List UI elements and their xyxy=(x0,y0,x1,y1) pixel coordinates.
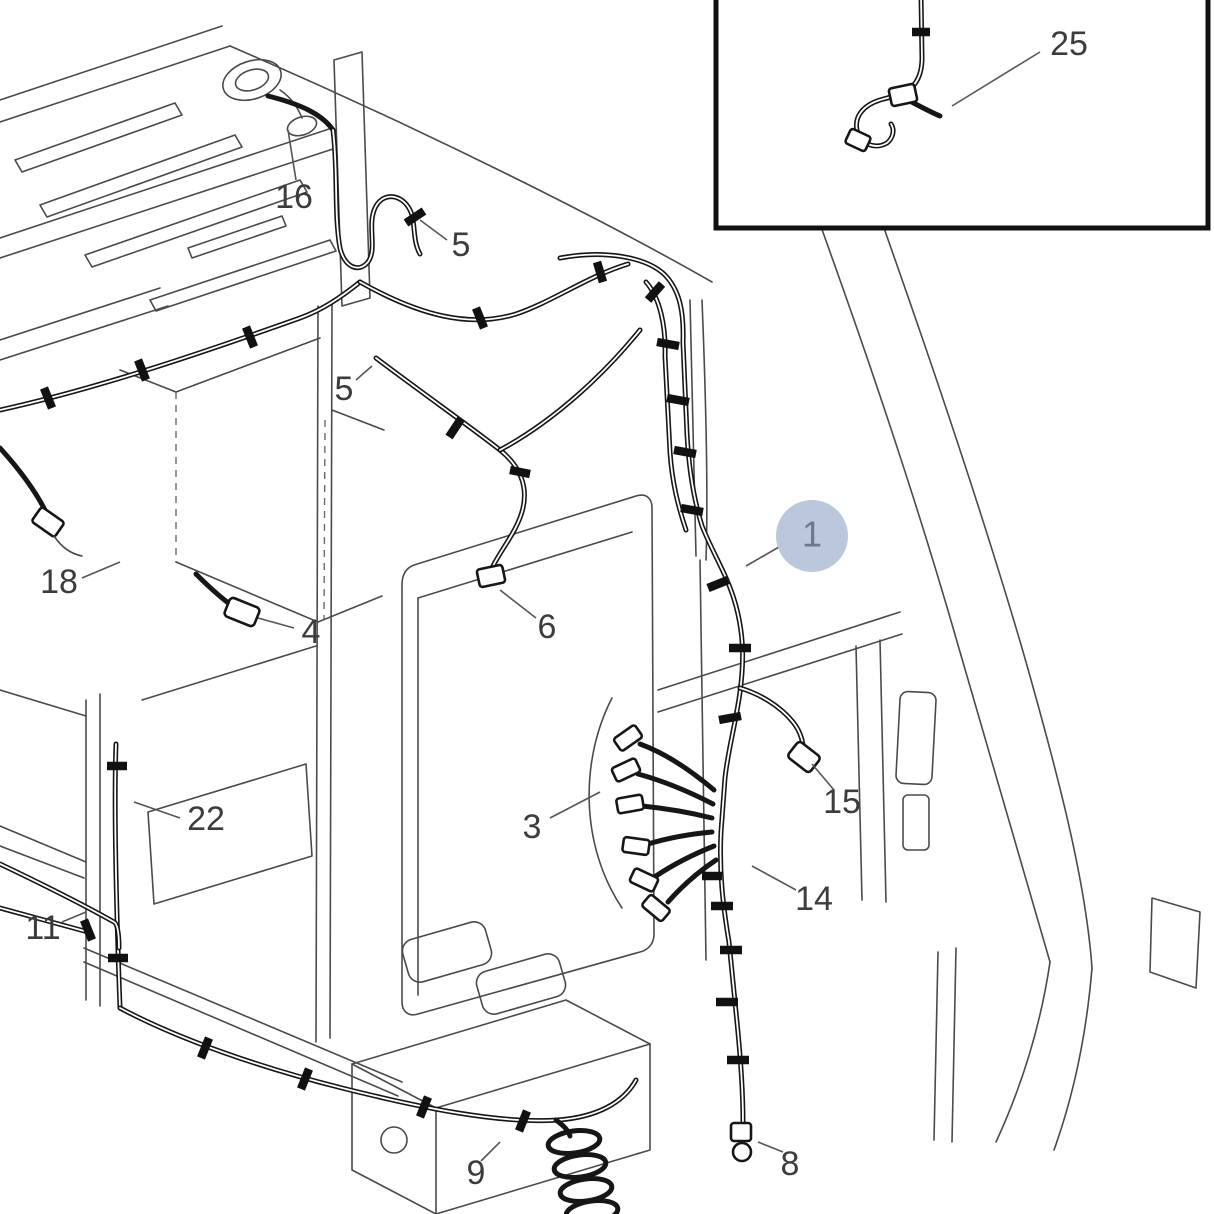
callout-9: 9 xyxy=(467,1141,501,1192)
connector-18 xyxy=(31,506,65,538)
callout-18: 18 xyxy=(40,561,121,601)
inset-border xyxy=(713,0,1211,231)
harness-floor-run xyxy=(0,861,639,1124)
harness-connector-bundle xyxy=(635,741,719,905)
callout-3: 3 xyxy=(523,791,601,846)
callout-4-label: 4 xyxy=(302,613,321,651)
callout-8: 8 xyxy=(757,1141,800,1183)
inset-part-25 xyxy=(844,0,943,153)
connector-6 xyxy=(475,563,507,589)
callout-16: 16 xyxy=(275,129,313,216)
callouts: 16 5 5 18 4 6 1 22 xyxy=(25,25,1088,1192)
callout-11-label: 11 xyxy=(25,909,60,947)
harness-pillar-vertical xyxy=(112,741,123,1011)
cable-clips xyxy=(40,207,751,1133)
callout-1-highlighted[interactable]: 1 xyxy=(745,500,848,572)
callout-5-lower: 5 xyxy=(335,365,373,408)
callout-8-label: 8 xyxy=(781,1145,800,1183)
callout-15-label: 15 xyxy=(823,783,861,821)
connector-4 xyxy=(223,596,261,628)
roof-structure xyxy=(0,25,713,361)
harness-coiled-cable xyxy=(545,1117,621,1214)
callout-1-highlight-circle[interactable] xyxy=(776,500,848,572)
callout-25: 25 xyxy=(951,25,1088,107)
callout-5-upper: 5 xyxy=(419,219,471,264)
callout-15: 15 xyxy=(811,763,861,821)
harness-connector18-lead xyxy=(0,445,49,515)
callout-9-label: 9 xyxy=(467,1154,486,1192)
harness-center-diagonal xyxy=(373,327,643,569)
callout-6: 6 xyxy=(499,589,557,646)
center-pillar xyxy=(119,303,385,1043)
callout-6-label: 6 xyxy=(538,608,557,646)
harness-branch-15 xyxy=(737,685,806,755)
callout-14: 14 xyxy=(751,865,833,918)
harness-left-diagonal xyxy=(0,279,363,413)
callout-4: 4 xyxy=(257,613,321,651)
callout-11: 11 xyxy=(25,909,87,947)
inset-box xyxy=(713,0,1211,231)
harness-lamp-loop xyxy=(265,93,423,271)
callout-5-upper-label: 5 xyxy=(452,226,471,264)
callout-16-label: 16 xyxy=(275,178,313,216)
callout-22: 22 xyxy=(133,800,225,838)
connectors xyxy=(31,506,821,1163)
connector-8 xyxy=(729,1121,753,1163)
wiring-harnesses xyxy=(0,93,806,1214)
callout-1-label: 1 xyxy=(802,514,822,555)
door-opening xyxy=(401,299,903,1016)
floor-structure xyxy=(0,645,567,1097)
callout-18-label: 18 xyxy=(40,563,78,601)
bundle-connectors xyxy=(610,724,671,923)
harness-top-run xyxy=(357,261,631,323)
bundle-bracket-arc xyxy=(588,697,623,909)
roof-lamp xyxy=(222,58,318,137)
connector-18-tail xyxy=(53,535,83,557)
callout-5-lower-label: 5 xyxy=(335,370,354,408)
callout-14-label: 14 xyxy=(795,880,833,918)
callout-3-label: 3 xyxy=(523,808,542,846)
callout-22-label: 22 xyxy=(187,800,225,838)
harness-main-run xyxy=(557,252,746,1125)
callout-25-label: 25 xyxy=(1050,25,1088,63)
